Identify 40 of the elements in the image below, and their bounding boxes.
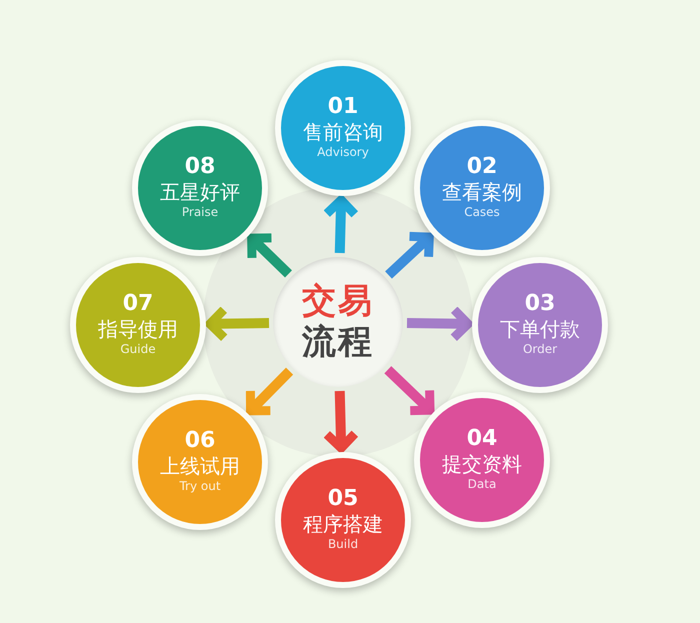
step-title: 上线试用 bbox=[160, 453, 240, 480]
step-title: 程序搭建 bbox=[303, 511, 383, 538]
step-circle bbox=[414, 392, 550, 528]
step-subtitle: Advisory bbox=[317, 145, 369, 161]
step-number: 01 bbox=[328, 95, 358, 120]
step-subtitle: Build bbox=[328, 537, 358, 553]
step-subtitle: Data bbox=[468, 477, 496, 493]
step-number: 04 bbox=[466, 427, 498, 452]
step-circle bbox=[70, 257, 206, 393]
step-number: 07 bbox=[122, 292, 154, 316]
step-number: 05 bbox=[328, 487, 358, 512]
step-number: 08 bbox=[184, 155, 216, 180]
arrow bbox=[246, 368, 294, 416]
step-title: 查看案例 bbox=[442, 179, 522, 206]
step-circle bbox=[132, 394, 268, 530]
step-number: 03 bbox=[524, 292, 556, 316]
step-number: 06 bbox=[184, 429, 216, 454]
step-title: 售前咨询 bbox=[303, 119, 383, 146]
center-title: 流程 bbox=[302, 322, 374, 363]
step-title: 五星好评 bbox=[160, 179, 240, 206]
step-subtitle: Guide bbox=[120, 342, 156, 358]
step-subtitle: Cases bbox=[464, 205, 500, 221]
step-circle bbox=[275, 452, 411, 588]
step-subtitle: Order bbox=[522, 342, 558, 358]
arrow bbox=[384, 366, 435, 416]
arrow bbox=[247, 233, 292, 278]
arrow bbox=[206, 305, 270, 342]
step-title: 下单付款 bbox=[500, 316, 580, 342]
arrow bbox=[385, 232, 434, 279]
step-subtitle: Try out bbox=[179, 479, 221, 495]
step-title: 指导使用 bbox=[98, 316, 178, 342]
step-title: 提交资料 bbox=[442, 451, 522, 478]
step-circle bbox=[472, 257, 608, 393]
step-circle bbox=[275, 60, 411, 196]
step-number: 02 bbox=[466, 155, 498, 180]
arrow bbox=[406, 305, 472, 342]
step-subtitle: Praise bbox=[182, 205, 218, 221]
arrow bbox=[322, 195, 360, 254]
arrow bbox=[322, 390, 360, 453]
center-title: 交易 bbox=[302, 281, 374, 322]
